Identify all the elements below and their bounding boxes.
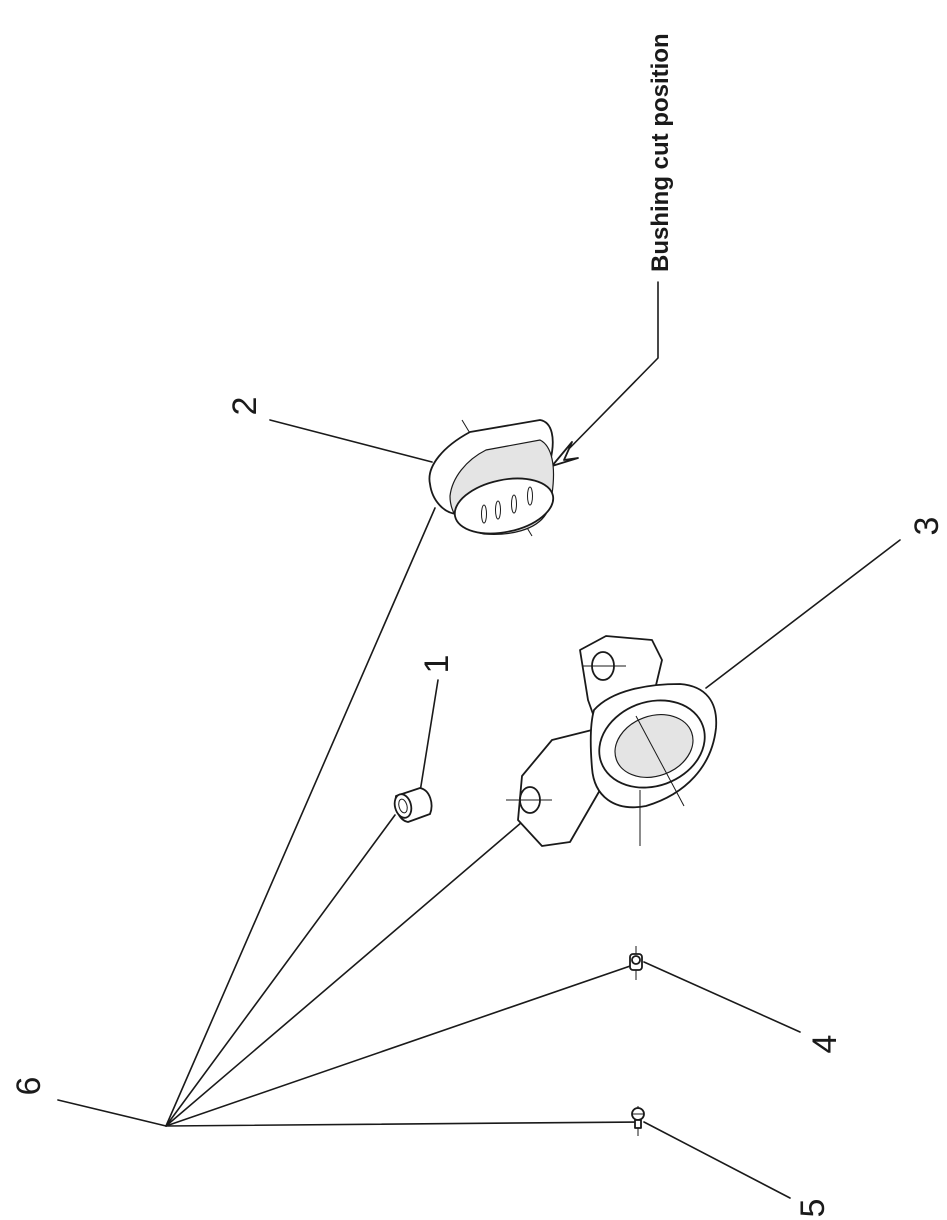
- leader-line-2: [269, 419, 433, 463]
- bearing-housing: [506, 635, 718, 847]
- leader-line-6-to-4: [165, 963, 637, 1127]
- leader-line-6-to-2: [165, 507, 436, 1127]
- grease-fitting: [629, 946, 643, 980]
- sleeve-bore: [398, 798, 408, 814]
- bushing-cut-position-label: Bushing cut position: [647, 33, 674, 272]
- leader-lines: [57, 281, 901, 1199]
- sleeve-end: [393, 793, 413, 819]
- leader-line-1: [419, 679, 439, 793]
- callout-1: 1: [418, 655, 456, 674]
- callout-4: 4: [806, 1035, 844, 1054]
- sleeve: [393, 787, 433, 823]
- leader-line-3: [705, 539, 901, 689]
- screw: [631, 1106, 645, 1136]
- bushing-slot-2: [495, 500, 501, 520]
- screw-shank: [634, 1119, 642, 1129]
- leader-line-6: [57, 1099, 167, 1127]
- callouts: 1 2 3 4 5 6: [10, 397, 946, 1218]
- bushing-slot-4: [527, 486, 533, 506]
- flanged-bushing: [428, 419, 555, 537]
- annotation-leader: [557, 281, 659, 461]
- housing-centerline: [635, 715, 685, 807]
- callout-6: 6: [10, 1077, 48, 1096]
- bushing-bore: [453, 477, 555, 535]
- housing-bore-inner: [614, 714, 694, 778]
- callout-5: 5: [794, 1199, 832, 1218]
- callout-3: 3: [908, 517, 946, 536]
- fitting-cap: [631, 955, 641, 965]
- bushing-slot-3: [511, 494, 517, 514]
- leader-line-6-to-5: [165, 1121, 639, 1127]
- bushing-slot-1: [481, 504, 487, 524]
- leader-line-6-to-3: [165, 821, 523, 1127]
- arrowhead: [551, 441, 579, 467]
- leader-line-4: [643, 961, 801, 1033]
- leader-line-6-to-1: [165, 814, 396, 1127]
- callout-2: 2: [226, 397, 264, 416]
- leader-line-5: [643, 1121, 791, 1199]
